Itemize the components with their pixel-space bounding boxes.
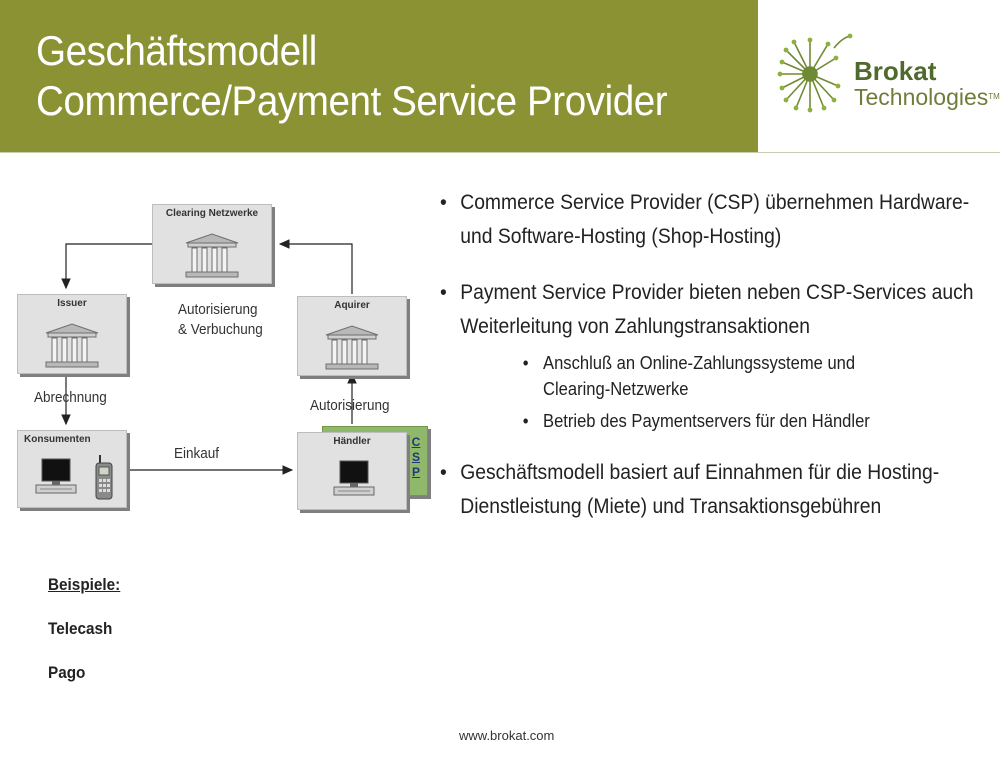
node-clearing-netzwerke: Clearing Netzwerke <box>152 204 272 284</box>
logo-wordmark: Brokat TechnologiesTM <box>854 58 1000 110</box>
node-aquirer-label: Aquirer <box>334 300 370 311</box>
slide-title: Geschäftsmodell Commerce/Payment Service… <box>36 26 668 126</box>
bank-building-icon <box>325 325 379 370</box>
example-item: Telecash <box>48 619 113 638</box>
bullet-text: Geschäftsmodell basiert auf Einnahmen fü… <box>460 461 940 518</box>
sub-bullet-text: Anschluß an Online-Zahlungssysteme und C… <box>543 353 856 399</box>
node-haendler-label: Händler <box>333 436 371 447</box>
csp-letter-p: P <box>411 465 420 479</box>
computer-icon <box>35 458 77 494</box>
arrow-clearing-to-issuer <box>61 243 152 290</box>
csp-letter-s: S <box>411 450 420 464</box>
logo-technologies-text: Technologies <box>854 84 989 110</box>
title-band <box>0 0 758 153</box>
mobile-phone-icon <box>95 455 113 500</box>
edge-label-einkauf: Einkauf <box>174 445 220 462</box>
node-konsumenten: Konsumenten <box>17 430 127 508</box>
csp-letters: C S P <box>409 435 423 480</box>
dandelion-logo-icon <box>777 33 853 113</box>
edge-label-autorisierung-line: Autorisierung <box>178 301 258 318</box>
bullet-text: Commerce Service Provider (CSP) übernehm… <box>460 191 970 248</box>
example-item: Pago <box>48 663 86 682</box>
computer-icon <box>333 460 375 496</box>
diagram-arrows <box>61 239 357 475</box>
node-konsumenten-label: Konsumenten <box>24 434 91 445</box>
bullet-item: • Commerce Service Provider (CSP) überne… <box>440 186 994 254</box>
node-clearing-label: Clearing Netzwerke <box>165 208 259 219</box>
bullet-marker: • <box>440 461 447 484</box>
sub-bullet-item: • Anschluß an Online-Zahlungssysteme und… <box>523 350 911 402</box>
node-aquirer: Aquirer <box>297 296 407 376</box>
node-haendler: Händler <box>297 432 407 510</box>
bullet-marker: • <box>440 191 447 214</box>
sub-bullet-marker: • <box>522 353 529 373</box>
bullet-list: • Commerce Service Provider (CSP) überne… <box>440 186 980 546</box>
arrow-aquirer-to-clearing <box>278 239 353 294</box>
logo-area: Brokat TechnologiesTM <box>758 0 1000 153</box>
sub-bullet-marker: • <box>522 411 529 431</box>
header-rule <box>0 152 1000 153</box>
edge-label-verbuchung-line: & Verbuchung <box>178 321 263 338</box>
examples: Beispiele: Telecash Pago <box>48 574 128 684</box>
slide-title-line-1: Geschäftsmodell <box>36 27 317 74</box>
footer-url: www.brokat.com <box>459 728 555 743</box>
payment-flow-diagram: Clearing Netzwerke Issuer Aquirer Konsum… <box>0 160 440 540</box>
edge-label-autorisierung-verbuchung: Autorisierung & Verbuchung <box>178 300 263 340</box>
bullet-marker: • <box>440 281 447 304</box>
edge-label-autorisierung: Autorisierung <box>310 397 390 414</box>
examples-heading: Beispiele: <box>48 575 121 594</box>
sub-bullet-item: • Betrieb des Paymentservers für den Hän… <box>523 408 994 434</box>
bank-building-icon <box>185 233 239 278</box>
logo-technologies: TechnologiesTM <box>854 84 1000 110</box>
slide-title-line-2: Commerce/Payment Service Provider <box>36 77 668 124</box>
csp-letter-c: C <box>411 435 421 449</box>
bullet-item: • Payment Service Provider bieten neben … <box>440 276 994 434</box>
bullet-text: Payment Service Provider bieten neben CS… <box>460 281 974 338</box>
node-issuer-label: Issuer <box>57 298 87 309</box>
bullet-item: • Geschäftsmodell basiert auf Einnahmen … <box>440 456 994 524</box>
bank-building-icon <box>45 323 99 368</box>
logo-trademark: TM <box>988 92 1000 101</box>
edge-label-abrechnung: Abrechnung <box>34 389 107 406</box>
node-issuer: Issuer <box>17 294 127 374</box>
logo-brokat: Brokat <box>854 56 937 86</box>
sub-bullet-text: Betrieb des Paymentservers für den Händl… <box>543 411 870 431</box>
